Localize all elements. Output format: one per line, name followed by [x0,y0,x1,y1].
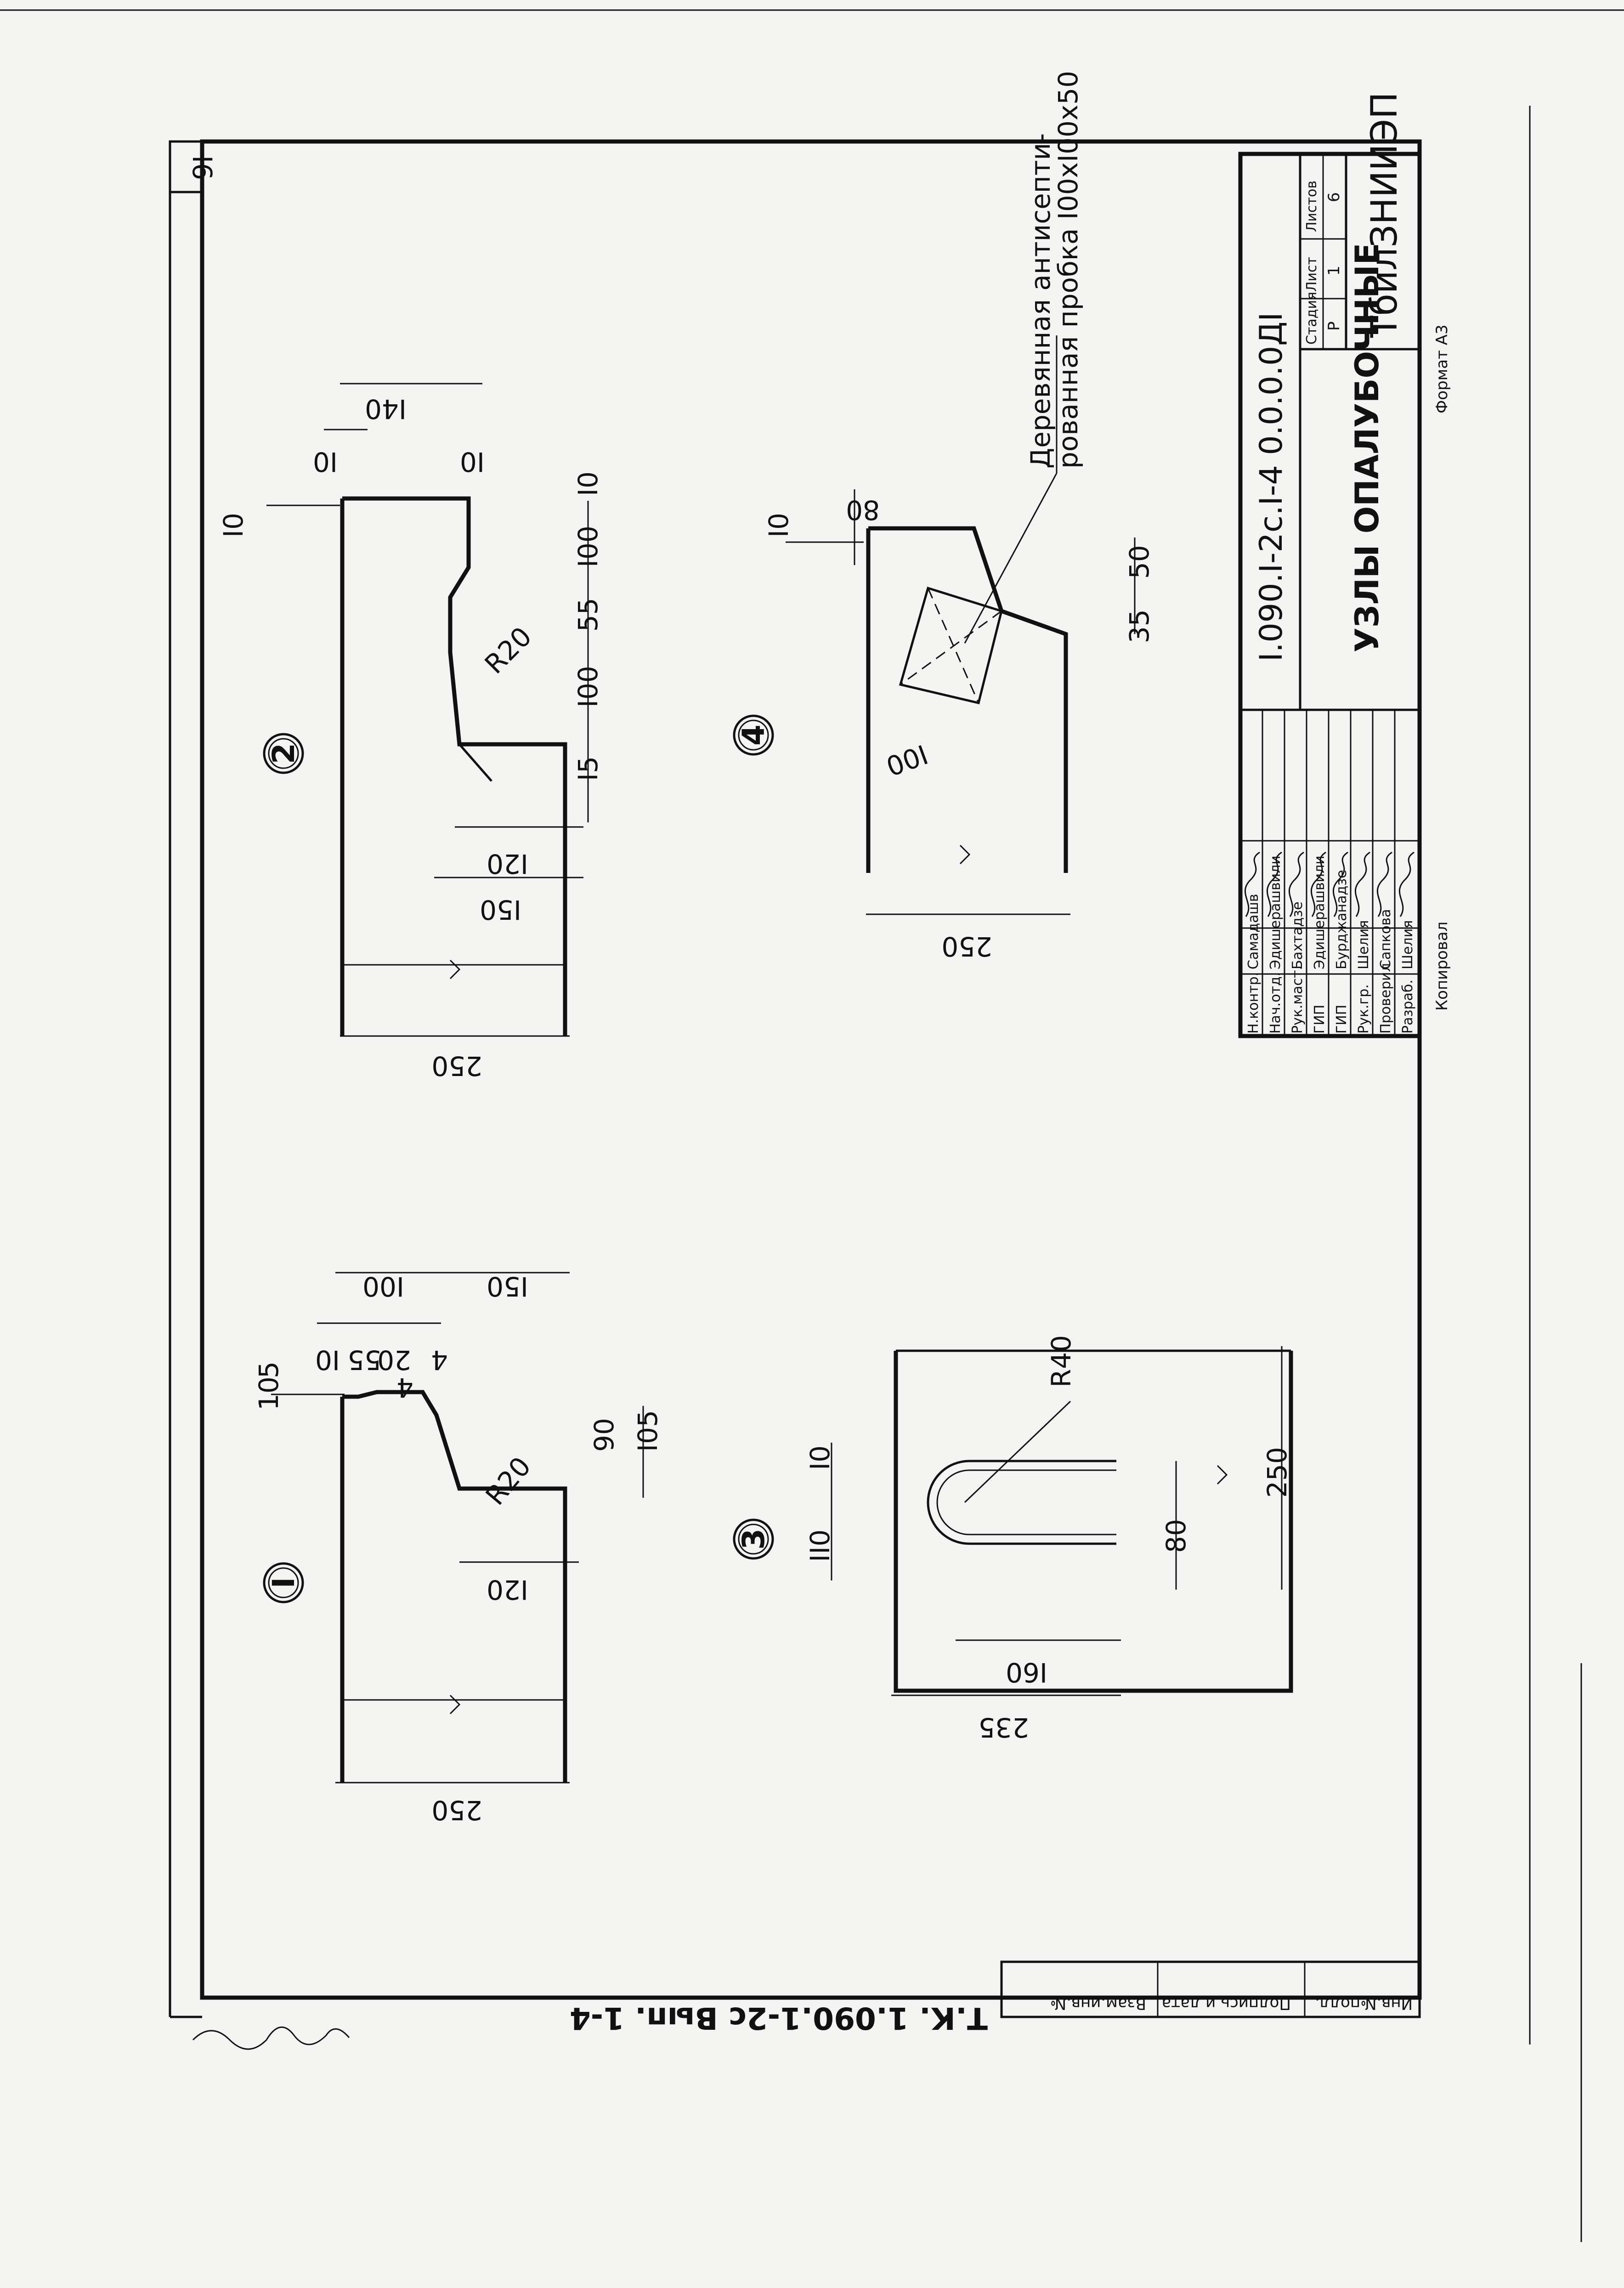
dim-text: I20 [487,848,528,879]
dim-text: R20 [479,621,538,680]
plug-note-line-2: рованная пробка I00xI00x50 [1052,71,1084,469]
node-3-label: 3 [736,1529,771,1550]
node-1-label: I [266,1577,301,1589]
plug-note-line-1: Деревянная антисепти- [1025,133,1056,469]
staff-role: Рук.маст. [1290,966,1306,1034]
dim-text: 4 [396,1372,413,1403]
sheets-header: Листов [1304,181,1320,232]
dim-text: 250 [431,1795,482,1826]
dim-text: I50 [487,1271,528,1302]
dim-text: 55 [347,1344,381,1376]
dim-text: 4 [431,1344,448,1376]
node-1-profile [340,1390,567,1783]
dim-text: 250 [941,931,992,962]
node-4-label: 4 [736,725,771,746]
page-number-cell: I6 [169,140,218,193]
staff-role: ГИП [1334,1005,1350,1034]
dim-text: 35 [1124,609,1155,643]
handwritten-signature [192,2026,350,2050]
staff-role: Нач.отд. [1268,972,1284,1034]
stage-header: Стадия [1304,292,1320,345]
format-label: Формат А3 [1433,324,1451,413]
dim-text: 10 [253,1376,284,1410]
dim-text: I0 [313,446,338,477]
staff-name: Шелия [1356,920,1372,969]
dim-text: I0 [804,1445,836,1470]
dim-text: 250 [431,1050,482,1082]
dim-text: 50 [1124,545,1155,579]
document-code: I.090.I-2с.I-4 0.0.0.0ДI [1253,312,1290,662]
dim-text: 90 [588,1418,620,1452]
outer-frame [169,139,1422,2018]
dim-text: I0 [763,513,794,538]
series-code: Т.К. 1.090.1-2с Вып. 1-4 [570,2000,988,2036]
dim-text: I40 [365,393,407,425]
dim-text: R40 [1046,1335,1077,1388]
dim-text: 80 [1160,1519,1192,1553]
node-2: 2 I40 I0 I0 I0 I0 I00 55 I00 I5 R20 I20 … [218,383,604,1082]
staff-name: Бурджанадзе [1334,870,1350,969]
node-3: 3 R40 I0 II0 80 250 I60 235 [733,1335,1293,1743]
sheets-value: 6 [1325,192,1343,202]
node-1: I I00 I50 I0 55 20 4 4 10 5 R20 90 I05 I… [253,1271,663,1826]
dim-text: 5 [253,1361,284,1378]
dim-text: I0 [218,513,249,538]
dim-text: R20 [480,1451,537,1511]
sheet-value: 1 [1325,266,1343,276]
node-2-profile [340,496,567,1036]
dim-text: I60 [1006,1657,1047,1688]
wooden-plug [899,586,1003,704]
dim-text: I5 [572,756,604,781]
dim-text: I0 [315,1344,340,1376]
title-block: I.090.I-2с.I-4 0.0.0.0ДI УЗЛЫ ОПАЛУБОЧНЫ… [1238,92,1422,1038]
stage-value: Р [1325,321,1343,331]
staff-role: ГИП [1312,1005,1328,1034]
dim-text: I05 [632,1410,663,1452]
staff-role: Н.контр. [1245,972,1262,1034]
dim-text: I00 [572,666,604,708]
dim-text: I0 [460,446,485,477]
node-2-label: 2 [266,743,301,764]
dim-text: I00 [362,1271,404,1302]
organization: ТбилЗНИИЭП [1364,92,1405,338]
staff-name: Сапкова [1378,909,1394,969]
left-stamp: Инв.№подл. Подпись и дата Взам.инв.№ [1000,1960,1421,2018]
node-3-profile [894,1351,1293,1693]
dim-text: I00 [882,738,932,782]
staff-table: Н.контр. Самадашв Нач.отд. Эдишерашвили … [1245,851,1416,1034]
dim-text: 250 [1262,1447,1293,1498]
page-number: I6 [187,155,218,180]
dim-text: I00 [572,526,604,567]
node-4: 4 Деревянная антисепти- рованная пробка … [733,71,1155,962]
staff-name: Шелия [1400,920,1416,969]
dim-text: 80 [846,494,880,526]
stamp-signature-date: Подпись и дата [1161,1994,1291,2013]
staff-role: Проверил [1378,963,1394,1034]
dim-text: II0 [804,1529,836,1562]
sheet-header: Лист [1304,257,1320,292]
dim-text: 235 [978,1712,1029,1743]
dim-text: I0 [572,471,604,496]
staff-role: Рук.гр. [1356,984,1372,1034]
dim-text: 20 [377,1344,411,1376]
copied-label: Копировал [1433,922,1451,1011]
dim-text: I50 [480,894,521,925]
groove [927,1460,1116,1545]
drawing-title: УЗЛЫ ОПАЛУБОЧНЫЕ [1348,243,1386,652]
stamp-replace-inv: Взам.инв.№ [1050,1994,1146,2013]
dim-text: 55 [572,598,604,632]
dim-text: I20 [487,1574,528,1605]
staff-role: Разраб. [1400,980,1416,1034]
stamp-inv-original: Инв.№подл. [1315,1994,1413,2013]
leader-line [964,473,1058,644]
